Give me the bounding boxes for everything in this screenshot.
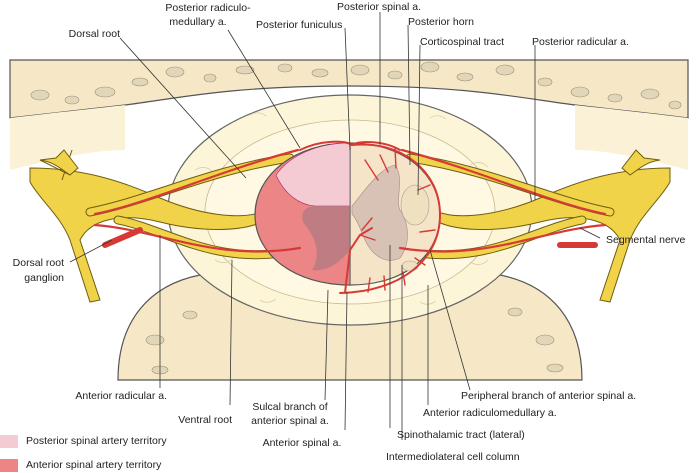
label-posterior-funiculus: Posterior funiculus [256,19,342,31]
label-posterior-radicular-artery: Posterior radicular a. [532,36,629,48]
label-segmental-nerve: Segmental nerve [606,234,686,246]
label-anterior-spinal-artery: Anterior spinal a. [263,437,342,449]
label-dorsal-root: Dorsal root [69,28,120,40]
legend-item-anterior: Anterior spinal artery territory [0,458,161,472]
label-posterior-spinal-artery: Posterior spinal a. [337,1,421,13]
label-posterior-radiculomedullary-line2: medullary a. [169,16,226,28]
label-posterior-radiculomedullary-line1: Posterior radiculo- [165,2,251,14]
label-anterior-radicular-artery: Anterior radicular a. [75,390,167,402]
legend-label-posterior: Posterior spinal artery territory [26,435,167,447]
label-posterior-horn: Posterior horn [408,16,474,28]
legend-swatch-posterior [0,434,18,448]
label-dorsal-root-ganglion-line1: Dorsal root [13,257,64,269]
label-dorsal-root-ganglion-line2: ganglion [24,272,64,284]
label-sulcal-branch-line1: Sulcal branch of [252,401,327,413]
legend-swatch-anterior [0,458,18,472]
label-corticospinal-tract: Corticospinal tract [420,36,504,48]
labels: Posterior radiculo- medullary a. Posteri… [13,1,686,463]
label-intermediolateral-column: Intermediolateral cell column [386,451,520,463]
nerve-roots [29,149,671,303]
label-peripheral-branch: Peripheral branch of anterior spinal a. [461,390,636,402]
leader-lines [69,12,601,440]
label-ventral-root: Ventral root [178,414,232,426]
label-sulcal-branch-line2: anterior spinal a. [251,415,329,427]
legend-item-posterior: Posterior spinal artery territory [0,434,167,448]
label-spinothalamic-tract: Spinothalamic tract (lateral) [397,429,525,441]
legend-label-anterior: Anterior spinal artery territory [26,459,162,471]
label-anterior-radiculomedullary: Anterior radiculomedullary a. [423,407,557,419]
bone-trabeculae [30,61,682,375]
arteries [93,140,607,294]
